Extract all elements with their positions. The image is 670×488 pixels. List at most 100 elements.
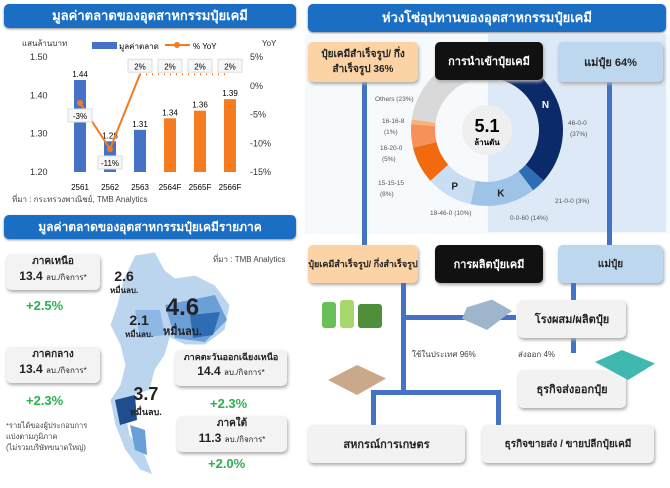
region-growth-northeast: +2.3% bbox=[210, 396, 248, 411]
footnote: *รายได้ของผู้ประกอบการแบ่งตามภูมิภาค(ไม่… bbox=[6, 421, 88, 452]
import-donut-chart: N46-0-0(37%)21-0-0 (3%)K0-0-60 (14%)P18-… bbox=[375, 55, 589, 222]
donut-slice bbox=[430, 164, 476, 205]
donut-slice-pct: (5%) bbox=[382, 156, 396, 163]
region-name: ภาคตะวันออกเฉียงเหนือ bbox=[183, 352, 279, 362]
flow-line bbox=[401, 283, 406, 393]
thailand-map bbox=[109, 251, 231, 476]
legend-bar-label: มูลค่าตลาด bbox=[119, 42, 159, 52]
donut-slice bbox=[411, 124, 437, 148]
region-name: ภาคกลาง bbox=[32, 349, 74, 360]
legend-line-marker bbox=[174, 42, 180, 48]
y2-tick-label: -5% bbox=[250, 110, 266, 120]
yoy-label: 2% bbox=[134, 62, 146, 71]
region-value: 13.4 bbox=[19, 362, 43, 376]
bar bbox=[164, 118, 176, 172]
import-finished-box: ปุ๋ยเคมีสำเร็จรูป/ กึ่งสำเร็จรูป 36% bbox=[308, 42, 418, 82]
donut-slice-label: 16-16-8 bbox=[382, 118, 405, 125]
flow-line bbox=[607, 80, 612, 250]
bar-value-label: 1.44 bbox=[72, 70, 88, 79]
donut-slice-pct: (8%) bbox=[380, 191, 394, 198]
region-name: ภาคใต้ bbox=[216, 418, 248, 429]
market-value-title: มูลค่าตลาดของอุตสาหกรรมปุ๋ยเคมี bbox=[4, 4, 296, 28]
y-tick-label: 1.40 bbox=[30, 90, 48, 100]
domestic-share: ใช้ในประเทศ 96% bbox=[412, 350, 476, 359]
legend-line-label: % YoY bbox=[193, 42, 217, 51]
bar bbox=[194, 110, 206, 172]
yoy-label-box bbox=[97, 155, 123, 170]
regional-market-title: มูลค่าตลาดของอุตสาหกรรมปุ๋ยเคมีรายภาค bbox=[4, 215, 296, 239]
yoy-label: 2% bbox=[194, 62, 206, 71]
flow-line bbox=[371, 390, 501, 395]
y2-tick-label: 5% bbox=[250, 52, 263, 62]
donut-slice bbox=[411, 119, 436, 126]
donut-center-unit: ล้านตัน bbox=[474, 137, 500, 147]
yoy-label-box bbox=[187, 58, 213, 73]
region-card-northeast: ภาคตะวันออกเฉียงเหนือ 14.4 ลบ./กิจการ* bbox=[175, 350, 287, 386]
region-value: 13.4 bbox=[19, 269, 43, 283]
import-base-box: แม่ปุ๋ย 64% bbox=[558, 42, 663, 82]
yoy-label-box bbox=[67, 108, 93, 123]
donut-slice bbox=[413, 142, 449, 181]
bar-value-label: 1.34 bbox=[162, 108, 178, 117]
donut-slice-pct: (37%) bbox=[570, 131, 587, 138]
y2-axis-label: YoY bbox=[262, 39, 277, 48]
x-tick-label: 2562 bbox=[101, 183, 119, 192]
donut-center-value: 5.1 bbox=[474, 116, 499, 136]
x-tick-label: 2564F bbox=[159, 183, 182, 192]
bar-value-label: 1.36 bbox=[192, 101, 208, 110]
donut-slice bbox=[518, 164, 544, 191]
cooperative-box: สหกรณ์การเกษตร bbox=[308, 425, 465, 463]
bar bbox=[134, 129, 146, 172]
yoy-marker bbox=[107, 146, 113, 152]
donut-slice-label: 0-0-60 (14%) bbox=[510, 215, 548, 222]
production-box: การผลิตปุ๋ยเคมี bbox=[435, 245, 543, 283]
region-unit: ลบ./กิจการ* bbox=[224, 435, 266, 444]
x-tick-label: 2566F bbox=[219, 183, 242, 192]
export-business-box: ธุรกิจส่งออกปุ๋ย bbox=[518, 370, 626, 408]
y-tick-label: 1.30 bbox=[30, 129, 48, 139]
region-card-central: ภาคกลาง 13.4 ลบ./กิจการ* bbox=[6, 347, 100, 383]
region-unit: ลบ./กิจการ* bbox=[46, 273, 87, 282]
import-box: การนำเข้าปุ๋ยเคมี bbox=[435, 42, 543, 80]
donut-slice-label: Others (23%) bbox=[375, 96, 414, 103]
bar bbox=[224, 99, 236, 172]
wholesale-box: ธุรกิจขายส่ง / ขายปลีกปุ๋ยเคมี bbox=[482, 425, 654, 463]
donut-slice-label: 16-20-0 bbox=[380, 145, 403, 152]
y-tick-label: 1.50 bbox=[30, 52, 48, 62]
region-card-north: ภาคเหนือ 13.4 ลบ./กิจการ* bbox=[6, 254, 100, 290]
bar-value-label: 1.28 bbox=[102, 131, 118, 140]
chart-source: ที่มา : กระทรวงพาณิชย์, TMB Analytics bbox=[12, 195, 148, 204]
region-unit: ลบ./กิจการ* bbox=[224, 368, 265, 377]
region-value: 14.4 bbox=[197, 364, 221, 378]
donut-center bbox=[462, 105, 512, 155]
yoy-label: -11% bbox=[101, 159, 119, 168]
donut-group-label: P bbox=[451, 181, 458, 192]
x-tick-label: 2565F bbox=[189, 183, 212, 192]
region-unit: ลบ./กิจการ* bbox=[46, 366, 87, 375]
y2-tick-label: -15% bbox=[250, 167, 271, 177]
region-growth-central: +2.3% bbox=[26, 393, 64, 408]
bar-value-label: 1.39 bbox=[222, 89, 238, 98]
prod-finished-box: ปุ๋ยเคมีสำเร็จรูป/ กึ่งสำเร็จรูป bbox=[308, 245, 418, 283]
region-growth-south: +2.0% bbox=[208, 456, 246, 471]
donut-slice-label: 21-0-0 (3%) bbox=[555, 198, 589, 205]
donut-group-label: N bbox=[542, 100, 549, 111]
factory-icon bbox=[462, 299, 512, 330]
yoy-label: 2% bbox=[224, 62, 236, 71]
donut-slice-pct: (1%) bbox=[384, 129, 398, 136]
x-tick-label: 2561 bbox=[71, 183, 89, 192]
region-card-south: ภาคใต้ 11.3 ลบ./กิจการ* bbox=[177, 416, 287, 452]
yoy-label: 2% bbox=[164, 62, 176, 71]
yoy-label-box bbox=[157, 58, 183, 73]
mixing-plant-box: โรงผสม/ผลิตปุ๋ย bbox=[518, 300, 626, 338]
yoy-label-box bbox=[127, 58, 153, 73]
donut-slice bbox=[470, 171, 534, 206]
flow-line bbox=[406, 315, 516, 320]
y-tick-label: 1.20 bbox=[30, 167, 48, 177]
bar bbox=[74, 80, 86, 172]
region-growth-north: +2.5% bbox=[26, 298, 64, 313]
